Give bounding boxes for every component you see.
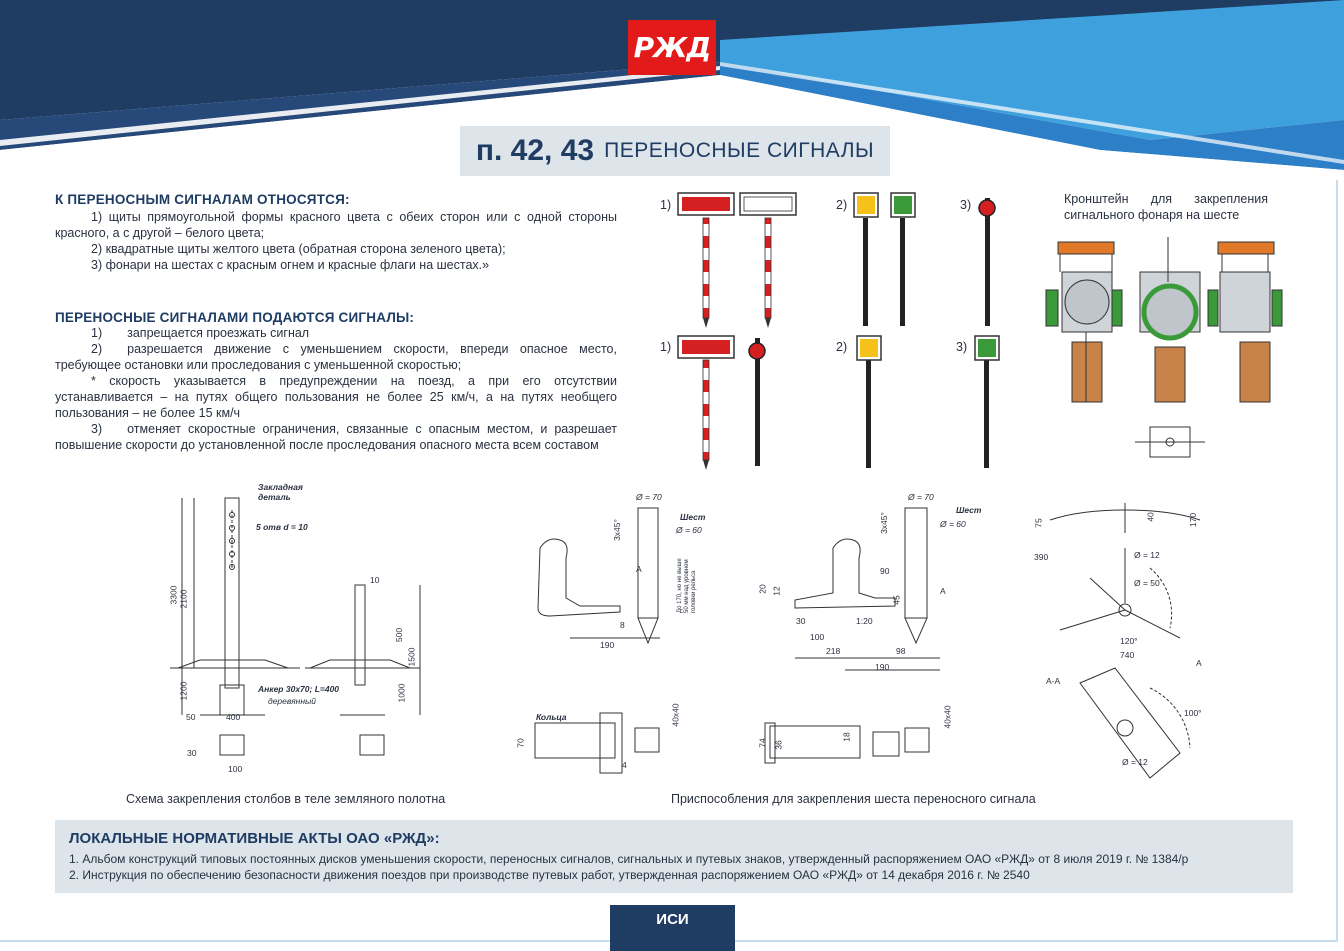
caption-posts: Схема закрепления столбов в теле земляно… <box>126 792 446 806</box>
d4-text-3: 120° <box>1120 636 1138 646</box>
pole-fixture-drawing-1 <box>534 507 660 774</box>
d3-text-2: Ø = 60 <box>940 519 966 529</box>
d1-text-6: 1200 <box>178 681 189 701</box>
signal-row1-label-2: 2) <box>836 198 848 212</box>
d2-text-11: 4 <box>622 760 627 770</box>
signal-row2-label-2: 2) <box>836 340 848 354</box>
d1-text-2: Анкер 30х70; L=400 <box>258 684 340 694</box>
bracket-caption: Кронштейн для закрепления сигнального фо… <box>1064 192 1268 222</box>
d2-text-6: Кольца <box>536 712 567 722</box>
d1-text-4: 3300 <box>168 585 179 605</box>
d3-text-4: 20 <box>757 584 768 594</box>
d1-text-12: 500 <box>394 627 405 643</box>
header-banner <box>0 0 1344 180</box>
d3-text-8: 100 <box>810 632 825 642</box>
d2-text-3: 3х45° <box>611 519 622 541</box>
d3-text-16: 40х40 <box>942 705 953 729</box>
signal-row1-label-3: 3) <box>960 198 972 212</box>
d1-text-14: 1000 <box>396 683 407 703</box>
title-number: п. 42, 43 <box>475 134 595 167</box>
d3-text-7: 30 <box>796 616 806 626</box>
d3-text-13: 190 <box>875 662 890 672</box>
section2-item-1: 1) запрещается проезжать сигнал <box>91 326 310 340</box>
local-act-1: 1. Альбом конструкций типовых постоянных… <box>69 852 1189 866</box>
signal-row2-label-1: 1) <box>660 340 672 354</box>
d2-text-4: 190 <box>600 640 615 650</box>
d4-text-7: Ø = 12 <box>1122 757 1148 767</box>
d2-text-10: 40х40 <box>670 703 681 727</box>
d2-text-2: Ø = 60 <box>676 525 702 535</box>
d4-text-1: Ø = 12 <box>1134 550 1160 560</box>
d4-text-6: 100° <box>1184 708 1202 718</box>
lantern-bracket-drawing <box>1045 237 1283 458</box>
portable-signals-figure <box>677 192 1000 470</box>
d1-text-5: 2100 <box>178 589 189 609</box>
section1-heading: К ПЕРЕНОСНЫМ СИГНАЛАМ ОТНОСЯТСЯ: <box>55 192 350 207</box>
d2-text-8: До 170, но не выше 50 мм над уровнем гол… <box>677 558 697 613</box>
d3-text-1: Шест <box>956 505 982 515</box>
local-act-2: 2. Инструкция по обеспечению безопасност… <box>69 868 1030 882</box>
d4-text-2: Ø = 50 <box>1134 578 1160 588</box>
caption-fixtures: Приспособления для закрепления шеста пер… <box>671 792 1036 806</box>
d2-text-9: 70 <box>515 738 526 748</box>
d4-text-8: А <box>1196 658 1202 668</box>
d2-text-1: Шест <box>680 512 706 522</box>
d3-text-18: 18 <box>841 732 852 742</box>
local-acts-heading: ЛОКАЛЬНЫЕ НОРМАТИВНЫЕ АКТЫ ОАО «РЖД»: <box>69 830 440 847</box>
signal-row2-label-3: 3) <box>956 340 968 354</box>
tripod-drawing <box>1049 503 1201 779</box>
d3-text-15: 74 <box>757 738 768 748</box>
d4-text-9: 170 <box>1188 512 1199 528</box>
d3-text-6: 90 <box>880 566 890 576</box>
section2-item-2: 2) разрешается движение с уменьшением ск… <box>55 342 617 372</box>
d4-text-4: 740 <box>1120 650 1135 660</box>
pole-fixture-drawing-2 <box>764 507 940 764</box>
frame-line-right <box>1336 180 1338 940</box>
d3-text-17: 36 <box>773 740 784 750</box>
section-signals-meaning: ПЕРЕНОСНЫЕ СИГНАЛАМИ ПОДАЮТСЯ СИГНАЛЫ: 1… <box>55 310 617 453</box>
d1-text-8: 100 <box>228 764 243 774</box>
d3-text-14: А <box>940 586 946 596</box>
section1-item-1: 1) щиты прямоугольной формы красного цве… <box>55 210 617 240</box>
d1-text-1: 5 отв d = 10 <box>256 522 308 532</box>
d2-text-5: 8 <box>620 620 625 630</box>
posts-fixing-drawing <box>170 497 421 756</box>
page-title: п. 42, 43 ПЕРЕНОСНЫЕ СИГНАЛЫ <box>460 126 890 176</box>
d1-text-3: деревянный <box>268 696 317 706</box>
d2-text-0: Ø = 70 <box>636 492 662 502</box>
d1-text-7: 400 <box>226 712 241 722</box>
d1-text-9: 50 <box>186 712 196 722</box>
d3-text-3: 3х45° <box>878 512 889 534</box>
local-acts-panel: ЛОКАЛЬНЫЕ НОРМАТИВНЫЕ АКТЫ ОАО «РЖД»: 1.… <box>55 820 1293 893</box>
signal-row1-label-1: 1) <box>660 198 672 212</box>
title-text: ПЕРЕНОСНЫЕ СИГНАЛЫ <box>604 139 875 162</box>
section2-heading: ПЕРЕНОСНЫЕ СИГНАЛАМИ ПОДАЮТСЯ СИГНАЛЫ: <box>55 310 415 325</box>
d3-text-9: 1:20 <box>856 616 873 626</box>
section2-item-3: 3) отменяет скоростные ограничения, связ… <box>55 422 617 452</box>
d1-text-11: 10 <box>370 575 380 585</box>
section1-item-2: 2) квадратные щиты желтого цвета (обратн… <box>91 242 506 256</box>
d4-text-0: 390 <box>1034 552 1049 562</box>
d3-text-0: Ø = 70 <box>908 492 934 502</box>
d1-text-13: 1500 <box>406 647 417 667</box>
d3-text-12: 98 <box>896 646 906 656</box>
d4-text-5: А-А <box>1046 676 1061 686</box>
footer-tab-isi: ИСИ <box>610 905 735 951</box>
d3-text-10: 45 <box>891 595 902 605</box>
d4-text-10: 40 <box>1145 512 1156 522</box>
section-signals-types: К ПЕРЕНОСНЫМ СИГНАЛАМ ОТНОСЯТСЯ: 1) щиты… <box>55 192 617 273</box>
d4-text-11: 75 <box>1033 518 1044 528</box>
section1-item-3: 3) фонари на шестах с красным огнем и кр… <box>91 258 490 272</box>
d1-text-0: Закладная деталь <box>258 482 303 502</box>
rzd-logo: РЖД <box>628 20 716 75</box>
section2-item-note: * скорость указывается в предупреждении … <box>55 374 617 420</box>
d2-text-7: А <box>636 564 642 574</box>
d3-text-11: 218 <box>826 646 841 656</box>
d1-text-10: 30 <box>187 748 197 758</box>
d3-text-5: 12 <box>771 586 782 596</box>
